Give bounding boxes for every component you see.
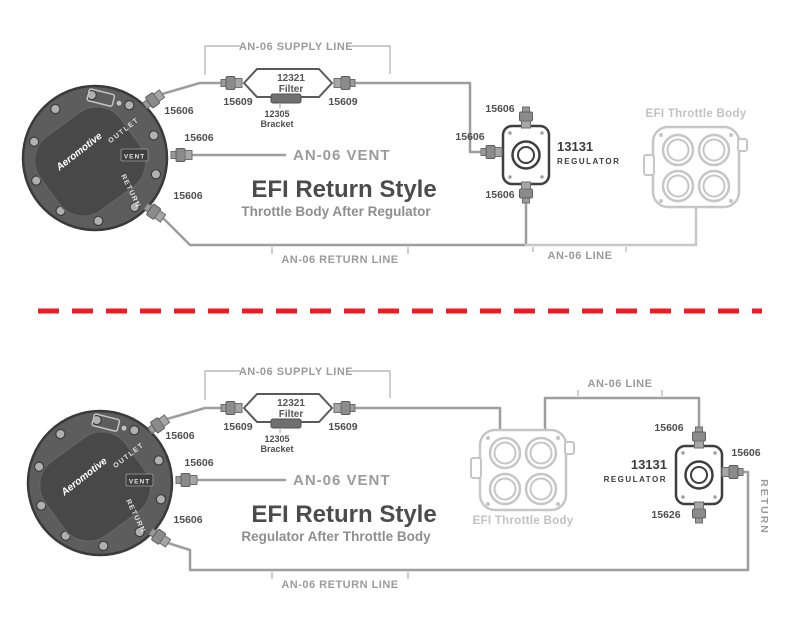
diagram-title: EFI Return Style [251, 501, 436, 528]
throttle-body-label: EFI Throttle Body [473, 515, 574, 527]
regulator-top-fitting-label: 15606 [485, 103, 514, 115]
regulator-bottom-fitting-label: 15606 [485, 189, 514, 201]
regulator-name: REGULATOR [557, 157, 620, 166]
regulator-top-fitting [519, 106, 533, 129]
diagram-subtitle: Regulator After Throttle Body [241, 529, 431, 544]
diagram-top: 15606 15606 15606 AN-06 SUPPLY LINE AN-0… [21, 41, 749, 266]
regulator-top-fitting [692, 426, 706, 449]
return-line-label: AN-06 RETURN LINE [281, 254, 398, 266]
regulator-top-fitting-label: 15606 [654, 422, 683, 434]
diagram-bottom: 15606 15606 15606 AN-06 SUPPLY LINE AN-0… [26, 366, 770, 591]
regulator-part-number: 13131 [631, 457, 667, 472]
label-leader [204, 370, 240, 400]
regulator-bottom-fitting [692, 501, 706, 524]
throttle-body-label: EFI Throttle Body [646, 108, 747, 120]
supply-line [350, 406, 502, 431]
regulator [501, 124, 551, 186]
outlet-fitting-label: 15606 [164, 105, 193, 117]
vent-line-label: AN-06 VENT [293, 472, 391, 489]
pump-vent-fitting [175, 473, 198, 487]
outlet-fitting-label: 15606 [165, 430, 194, 442]
return-line [161, 202, 528, 247]
supply-line-label: AN-06 SUPPLY LINE [239, 366, 353, 378]
regulator-inlet-fitting-label: 15606 [455, 131, 484, 143]
return-fitting-label: 15606 [173, 514, 202, 526]
an06-line-label: AN-06 LINE [588, 378, 653, 390]
supply-line [350, 81, 482, 154]
vent-fitting-label: 15606 [184, 457, 213, 469]
regulator [674, 444, 724, 506]
throttle-feed-line [524, 207, 698, 247]
regulator-outlet-fitting-label: 15606 [731, 447, 760, 459]
diagram-title: EFI Return Style [251, 176, 436, 203]
return-line-label: AN-06 RETURN LINE [281, 579, 398, 591]
label-leader [352, 45, 391, 74]
an06-line [543, 396, 701, 431]
supply-line [165, 406, 228, 421]
regulator-part-number: 13131 [557, 139, 593, 154]
fuel-filter [221, 394, 358, 454]
label-leader [204, 45, 240, 75]
diagram-subtitle: Throttle Body After Regulator [241, 204, 431, 219]
supply-line [160, 81, 223, 96]
return-fitting-label: 15606 [173, 190, 202, 202]
return-line [166, 470, 750, 572]
throttle-body [642, 125, 749, 209]
label-leader [352, 370, 391, 398]
regulator-outlet-fitting [721, 465, 744, 479]
supply-line-label: AN-06 SUPPLY LINE [239, 41, 353, 53]
vent-fitting-label: 15606 [184, 132, 213, 144]
throttle-body [469, 428, 576, 512]
regulator-name: REGULATOR [604, 475, 667, 484]
regulator-inlet-fitting [480, 145, 503, 159]
pump-vent-fitting [170, 148, 193, 162]
regulator-bottom-fitting [519, 181, 533, 204]
vent-line-label: AN-06 VENT [293, 147, 391, 164]
fuel-filter [221, 69, 358, 129]
regulator-bottom-fitting-label: 15626 [651, 509, 680, 521]
an06-line-label: AN-06 LINE [548, 250, 613, 262]
return-vertical-label: RETURN [758, 479, 770, 535]
